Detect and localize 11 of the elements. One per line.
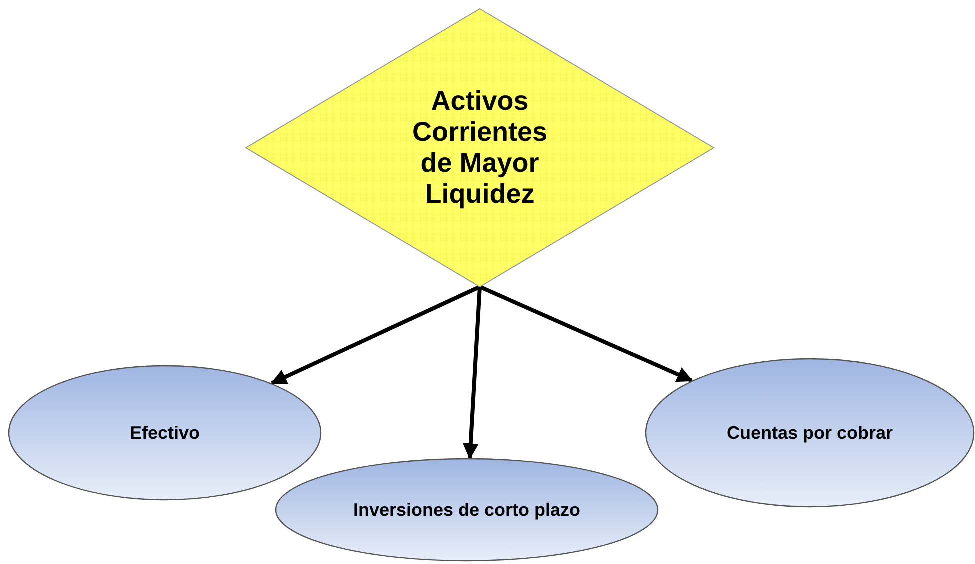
arrow bbox=[462, 286, 482, 460]
ellipse-node bbox=[275, 458, 659, 562]
arrow bbox=[479, 285, 694, 383]
ellipse-node bbox=[645, 358, 975, 508]
node-label: Efectivo bbox=[128, 422, 202, 444]
arrow bbox=[270, 285, 481, 386]
node-label: Activos Corrientes de Mayor Liquidez bbox=[411, 86, 549, 210]
ellipse-node bbox=[8, 365, 322, 501]
diamond-node bbox=[245, 8, 715, 288]
node-label: Inversiones de corto plazo bbox=[352, 500, 582, 520]
node-label: Cuentas por cobrar bbox=[726, 422, 894, 444]
